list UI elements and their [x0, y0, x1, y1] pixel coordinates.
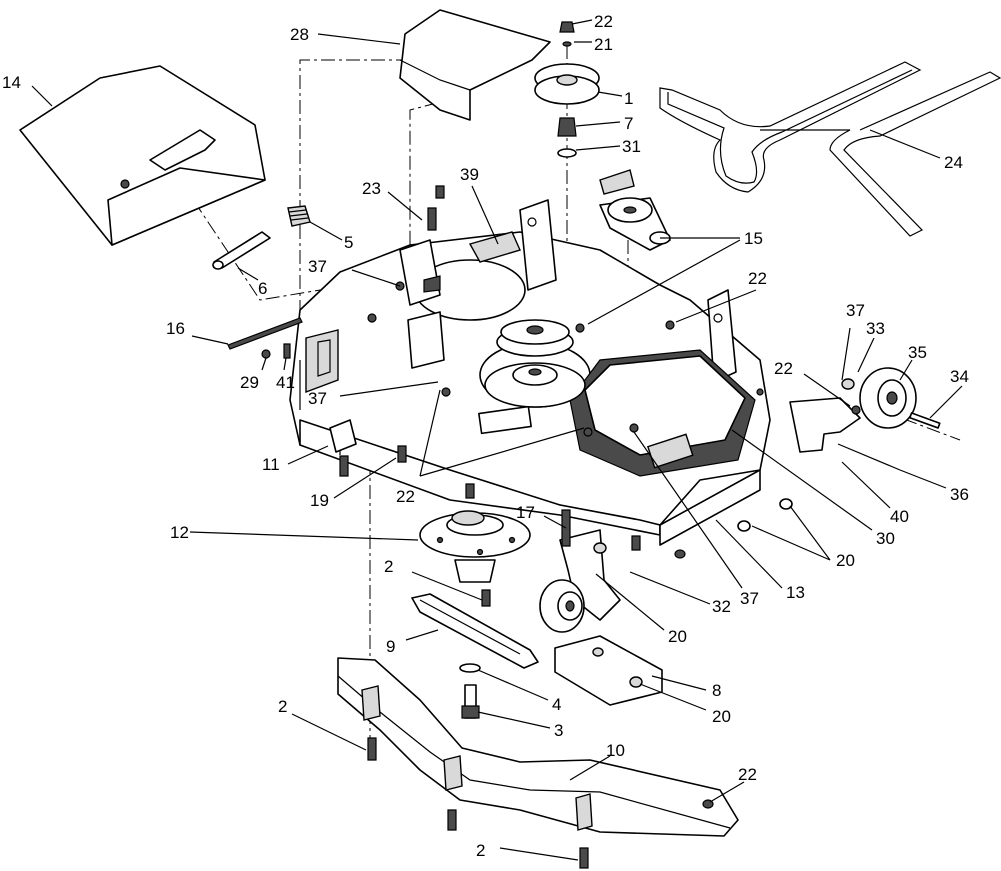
- callout-24: 24: [944, 153, 963, 172]
- callout-34: 34: [950, 367, 969, 386]
- callout-28: 28: [290, 25, 309, 44]
- callout-22: 22: [748, 269, 767, 288]
- drive-belt: [659, 61, 1001, 237]
- callout-20: 20: [836, 551, 855, 570]
- callout-20: 20: [668, 627, 687, 646]
- callout-3: 3: [554, 721, 563, 740]
- deck-hardware: [367, 281, 764, 437]
- callout-1: 1: [624, 89, 633, 108]
- callout-39: 39: [460, 165, 479, 184]
- right-anti-scalp-wheel: [789, 367, 941, 471]
- callout-31: 31: [622, 137, 641, 156]
- callout-22: 22: [774, 359, 793, 378]
- callout-21: 21: [594, 35, 613, 54]
- callout-16: 16: [166, 319, 185, 338]
- callout-20: 20: [712, 707, 731, 726]
- idler-arm-assembly: [599, 169, 671, 251]
- callout-11: 11: [262, 455, 280, 474]
- callout-2: 2: [476, 841, 485, 860]
- callout-37: 37: [846, 301, 865, 320]
- callout-2: 2: [278, 697, 287, 716]
- chute-spring-and-rod: [212, 205, 311, 270]
- callout-7: 7: [624, 114, 633, 133]
- callout-41: 41: [276, 373, 295, 392]
- callout-6: 6: [258, 279, 267, 298]
- callout-37: 37: [308, 389, 327, 408]
- idler-pulley-stack: [534, 21, 600, 158]
- callout-13: 13: [786, 583, 805, 602]
- front-anti-scalp-wheel: [539, 529, 621, 633]
- callout-12: 12: [170, 523, 189, 542]
- callout-33: 33: [866, 319, 885, 338]
- callout-9: 9: [386, 637, 395, 656]
- callout-35: 35: [908, 343, 927, 362]
- callout-37: 37: [740, 589, 759, 608]
- callout-37: 37: [308, 257, 327, 276]
- blade-bolt-and-washer: [459, 663, 481, 719]
- callout-2: 2: [384, 557, 393, 576]
- callout-8: 8: [712, 681, 721, 700]
- callout-29: 29: [240, 373, 259, 392]
- center-spindle-assembly: [484, 319, 586, 408]
- callout-17: 17: [516, 503, 535, 522]
- callout-19: 19: [310, 491, 329, 510]
- discharge-chute: [19, 65, 266, 246]
- blade-spindle-12: [419, 510, 531, 583]
- callout-22: 22: [738, 765, 757, 784]
- callout-22: 22: [594, 12, 613, 31]
- skid-plate-8: [554, 635, 663, 706]
- callout-10: 10: [606, 741, 625, 760]
- cutting-blade-9: [411, 593, 539, 669]
- callout-23: 23: [362, 179, 381, 198]
- callout-30: 30: [876, 529, 895, 548]
- callout-22: 22: [396, 487, 415, 506]
- callout-labels: 22 21 28 1 7 31 14 24 23 39 5 15 6 37 22…: [2, 12, 969, 860]
- belt-cover-28: [399, 9, 551, 121]
- callout-15: 15: [744, 229, 763, 248]
- front-baffle-10: [337, 657, 739, 837]
- callout-leader-lines: [31, 19, 963, 861]
- callout-40: 40: [890, 507, 909, 526]
- callout-5: 5: [344, 233, 353, 252]
- callout-32: 32: [712, 597, 731, 616]
- callout-4: 4: [552, 695, 561, 714]
- callout-36: 36: [950, 485, 969, 504]
- callout-14: 14: [2, 73, 21, 92]
